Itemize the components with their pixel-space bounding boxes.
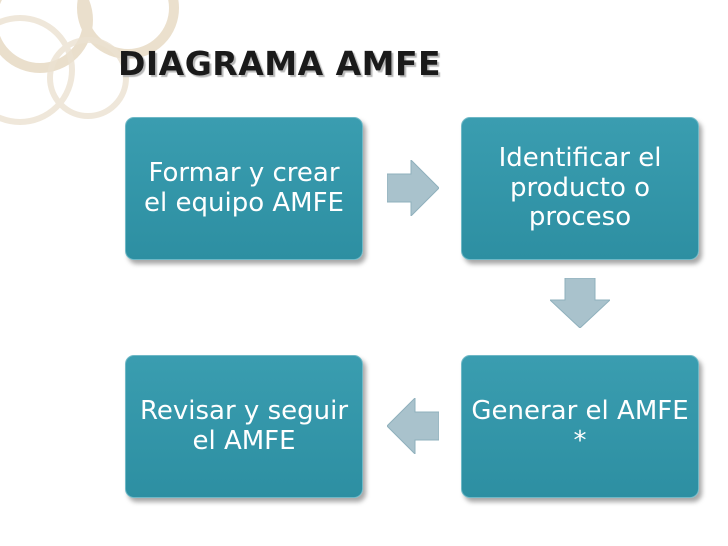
step-box-form-team: Formar y crear el equipo AMFE — [125, 117, 363, 260]
step-label: Identificar el producto o proceso — [498, 143, 662, 233]
arrow-left-icon — [387, 398, 439, 454]
step-label: Generar el AMFE * — [471, 396, 689, 456]
step-box-identify-product: Identificar el producto o proceso — [461, 117, 699, 260]
step-box-generate-amfe: Generar el AMFE * — [461, 355, 699, 498]
arrow-down-icon — [550, 278, 610, 328]
arrow-right-icon — [387, 160, 439, 216]
step-label: Revisar y seguir el AMFE — [139, 396, 349, 456]
slide-title: DIAGRAMA AMFE — [118, 44, 442, 83]
step-box-review-follow: Revisar y seguir el AMFE — [125, 355, 363, 498]
step-label: Formar y crear el equipo AMFE — [144, 158, 344, 218]
decorative-circles — [0, 0, 179, 125]
